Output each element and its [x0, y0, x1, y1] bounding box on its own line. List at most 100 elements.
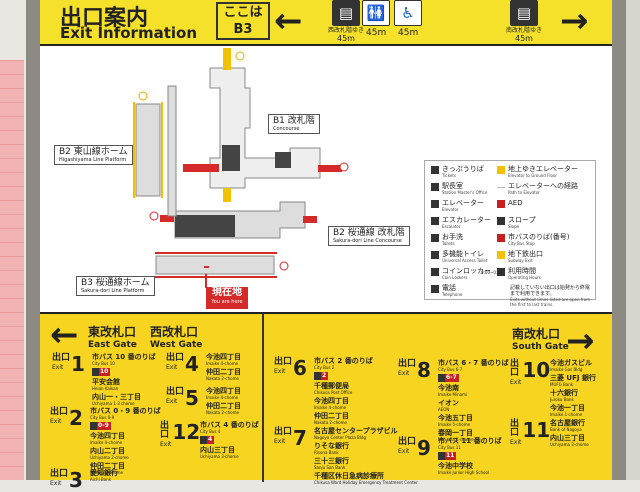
bus-stop-badge: 4 — [200, 436, 215, 444]
legend-symbol-icon — [431, 285, 439, 293]
accessible-toilet-icon: ♿ — [394, 0, 422, 26]
legend-symbol-icon — [431, 200, 439, 208]
title-ja: 出口案内 — [60, 6, 149, 31]
legend-item: 市バスのりば(番号)City Bus Stop — [497, 234, 569, 246]
divider — [262, 314, 264, 482]
bus-stop-badge: 2 — [314, 372, 329, 380]
legend-symbol-icon — [497, 268, 505, 276]
bus-stop-badge: 10 — [92, 368, 111, 376]
b3-sakura-platform — [155, 255, 275, 275]
toilet-distance: 45m — [366, 28, 387, 38]
right-arrow-icon: → — [560, 1, 589, 41]
current-floor-box: ここは B3 — [216, 2, 270, 40]
elevator-icon: ▤ — [332, 0, 360, 26]
legend-label: 市バスのりば(番号)City Bus Stop — [508, 233, 570, 247]
legend-symbol-icon — [431, 268, 439, 276]
legend-symbol-icon — [497, 187, 505, 188]
legend-symbol-icon — [497, 234, 505, 242]
elevator-icon: ▤ — [510, 0, 538, 26]
toilet-icon: 🚻 — [362, 0, 390, 26]
bus-stop-badge: 6-7 — [438, 374, 459, 382]
here-label: ここは — [223, 5, 263, 20]
legend-symbol-icon — [431, 251, 439, 259]
bus-stop-badge: 11 — [438, 452, 457, 460]
legend-symbol-icon — [431, 166, 439, 174]
legend-note: 記載していない出口は始発から終電まで利用できます。Exits without t… — [510, 285, 591, 307]
higashiyama-platform — [135, 103, 161, 197]
legend-symbol-icon — [497, 251, 505, 259]
